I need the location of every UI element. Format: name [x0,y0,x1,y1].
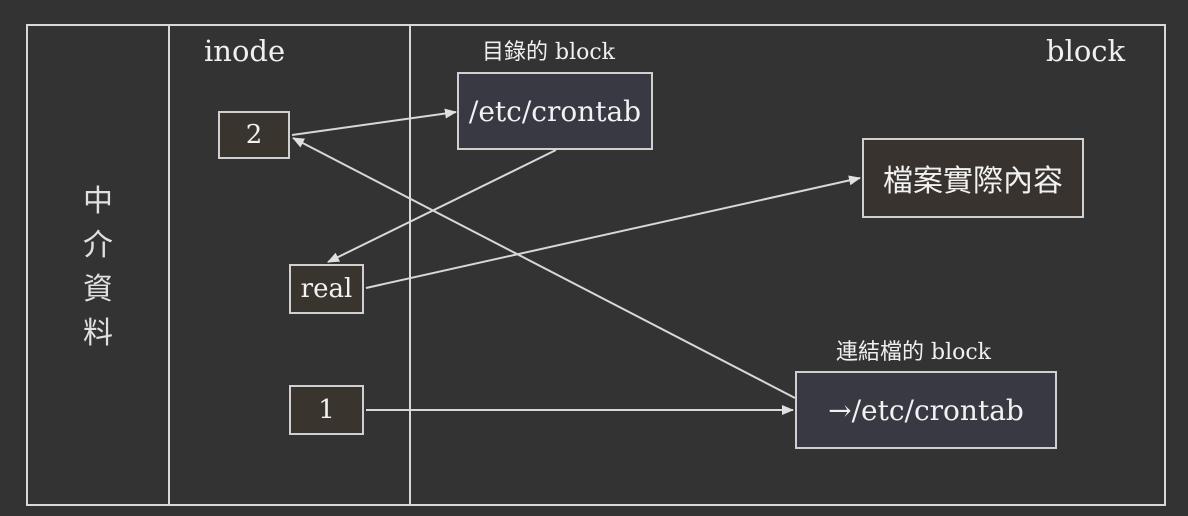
side-label-metadata: 中 介 資 料 [83,184,113,351]
inode-real-box: real [289,264,364,314]
inode-1-box: 1 [289,385,364,435]
divider-right [409,24,411,506]
inode-header: inode [204,34,286,68]
file-content-box: 檔案實際內容 [862,138,1084,218]
link-block-box: →/etc/crontab [795,371,1057,449]
arrow-real-to-content [365,175,861,289]
divider-left [168,24,170,506]
arrow-link-block-to-inode2 [292,137,796,399]
dir-block-label: 目錄的 block [482,40,616,65]
link-block-label: 連結檔的 block [836,340,992,365]
dir-block-box: /etc/crontab [457,72,653,150]
block-header: block [1046,34,1126,68]
arrow-dir-block-to-real [327,149,557,263]
arrow-inode2-to-dir-block [291,108,457,136]
diagram-frame [26,24,1166,506]
inode-2-box: 2 [218,111,290,159]
